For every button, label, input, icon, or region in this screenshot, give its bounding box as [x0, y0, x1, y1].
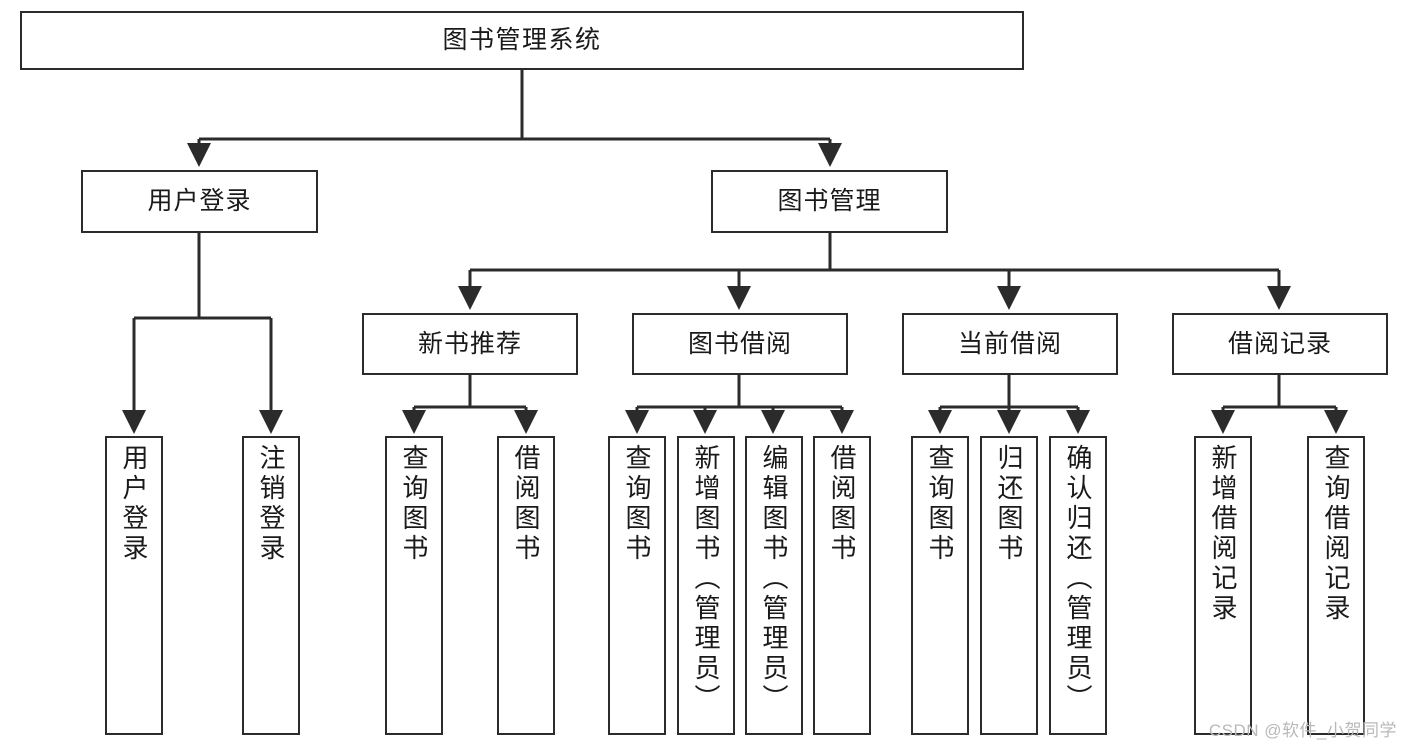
node-new-book-recommend-label: 新书推荐: [417, 329, 522, 358]
node-leaf-query-book-3-label: 查询图书: [925, 444, 955, 564]
node-leaf-query-borrow-record[interactable]: 查询借阅记录: [1307, 436, 1365, 735]
node-user-login[interactable]: 用户登录: [81, 170, 318, 233]
node-leaf-add-borrow-record-label: 新增借阅记录: [1208, 444, 1238, 624]
node-leaf-edit-book-admin[interactable]: 编辑图书（管理员）: [745, 436, 803, 735]
node-leaf-add-borrow-record[interactable]: 新增借阅记录: [1194, 436, 1252, 735]
node-leaf-edit-book-admin-label: 编辑图书（管理员）: [759, 444, 789, 714]
node-leaf-borrow-book-1-label: 借阅图书: [511, 444, 541, 564]
node-leaf-query-borrow-record-label: 查询借阅记录: [1321, 444, 1351, 624]
node-new-book-recommend[interactable]: 新书推荐: [362, 313, 578, 375]
node-leaf-add-book-admin-label: 新增图书（管理员）: [691, 444, 721, 714]
node-leaf-logout-login-label: 注销登录: [256, 444, 286, 564]
node-leaf-logout-login[interactable]: 注销登录: [242, 436, 300, 735]
node-book-manage[interactable]: 图书管理: [711, 170, 948, 233]
watermark-text: CSDN @软件_小贺同学: [1208, 721, 1397, 740]
node-leaf-query-book-1-label: 查询图书: [399, 444, 429, 564]
node-root[interactable]: 图书管理系统: [20, 11, 1024, 70]
node-leaf-query-book-2-label: 查询图书: [622, 444, 652, 564]
node-leaf-confirm-return-admin[interactable]: 确认归还（管理员）: [1049, 436, 1107, 735]
node-book-manage-label: 图书管理: [777, 187, 882, 216]
node-current-borrow[interactable]: 当前借阅: [902, 313, 1118, 375]
node-leaf-user-login-label: 用户登录: [119, 444, 149, 564]
node-book-borrow[interactable]: 图书借阅: [632, 313, 848, 375]
node-leaf-confirm-return-admin-label: 确认归还（管理员）: [1063, 444, 1093, 714]
node-leaf-return-book[interactable]: 归还图书: [980, 436, 1038, 735]
node-borrow-record-label: 借阅记录: [1227, 329, 1332, 358]
node-leaf-add-book-admin[interactable]: 新增图书（管理员）: [677, 436, 735, 735]
node-root-label: 图书管理系统: [442, 26, 602, 55]
node-leaf-borrow-book-1[interactable]: 借阅图书: [497, 436, 555, 735]
node-leaf-query-book-1[interactable]: 查询图书: [385, 436, 443, 735]
node-book-borrow-label: 图书借阅: [687, 329, 792, 358]
node-borrow-record[interactable]: 借阅记录: [1172, 313, 1388, 375]
node-leaf-borrow-book-2-label: 借阅图书: [827, 444, 857, 564]
node-leaf-user-login[interactable]: 用户登录: [105, 436, 163, 735]
node-leaf-borrow-book-2[interactable]: 借阅图书: [813, 436, 871, 735]
node-leaf-query-book-3[interactable]: 查询图书: [911, 436, 969, 735]
node-leaf-query-book-2[interactable]: 查询图书: [608, 436, 666, 735]
node-user-login-label: 用户登录: [147, 187, 252, 216]
node-current-borrow-label: 当前借阅: [957, 329, 1062, 358]
node-leaf-return-book-label: 归还图书: [994, 444, 1024, 564]
